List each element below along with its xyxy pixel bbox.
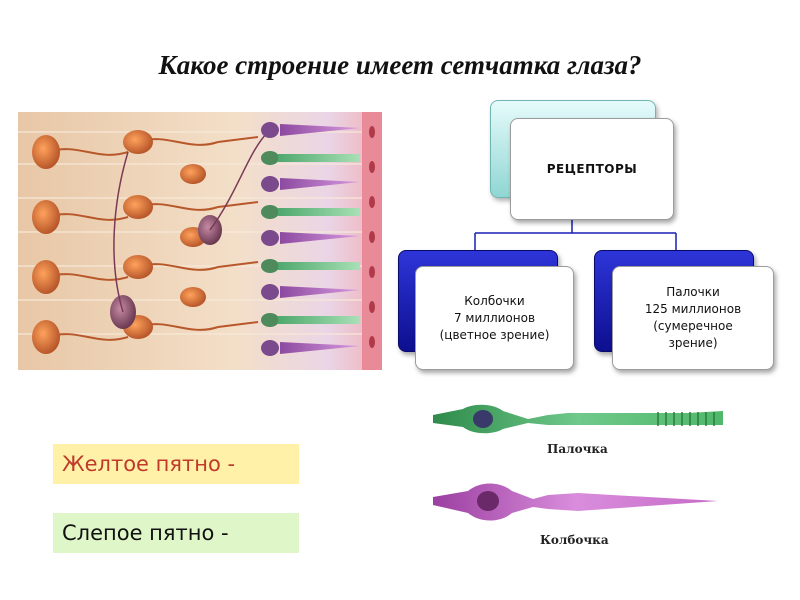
yellow-spot-label: Желтое пятно - [53, 444, 299, 484]
rods-line: зрение) [668, 336, 718, 350]
rod-cell-drawing [433, 404, 723, 434]
retina-cells-illustration [18, 112, 382, 370]
rod-and-cone-illustration [433, 404, 723, 521]
rods-line: Палочки [666, 285, 720, 299]
yellow-spot-text: Желтое пятно - [62, 452, 236, 476]
blind-spot-text: Слепое пятно - [62, 521, 229, 545]
cone-caption: Колбочка [540, 533, 609, 547]
slide-title: Какое строение имеет сетчатка глаза? [158, 50, 642, 80]
cone-cell-drawing [433, 483, 718, 521]
cones-node: Колбочки 7 миллионов (цветное зрение) [415, 266, 574, 370]
receptors-node: РЕЦЕПТОРЫ [510, 118, 674, 220]
blind-spot-label: Слепое пятно - [53, 513, 299, 553]
cones-line: 7 миллионов [453, 310, 536, 325]
rods-line: (сумеречное [653, 319, 733, 333]
rod-caption: Палочка [547, 442, 608, 456]
cones-line: (цветное зрение) [439, 327, 550, 342]
rods-node: Палочки 125 миллионов (сумеречное зрение… [612, 266, 774, 370]
receptors-label: РЕЦЕПТОРЫ [546, 161, 638, 176]
rods-line: 125 миллионов [644, 302, 742, 316]
cones-line: Колбочки [464, 293, 525, 308]
